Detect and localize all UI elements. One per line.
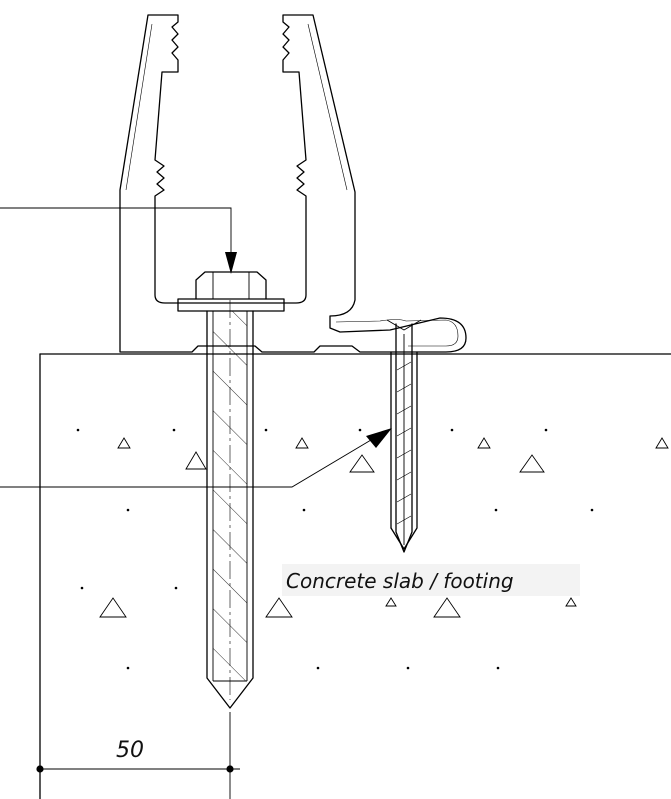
leader-nail bbox=[0, 428, 392, 488]
concrete-label-text: Concrete slab / footing bbox=[286, 569, 514, 593]
concrete-slab bbox=[39, 353, 671, 799]
anchor-bolt bbox=[177, 271, 285, 709]
leader-bolt bbox=[0, 207, 237, 274]
concrete-aggregate bbox=[76, 428, 669, 670]
dimension-50: 50 bbox=[36, 712, 240, 799]
dimension-value: 50 bbox=[116, 738, 144, 763]
channel-profile bbox=[119, 14, 467, 353]
concrete-label: Concrete slab / footing bbox=[282, 564, 580, 596]
nail-anchor bbox=[386, 319, 422, 553]
